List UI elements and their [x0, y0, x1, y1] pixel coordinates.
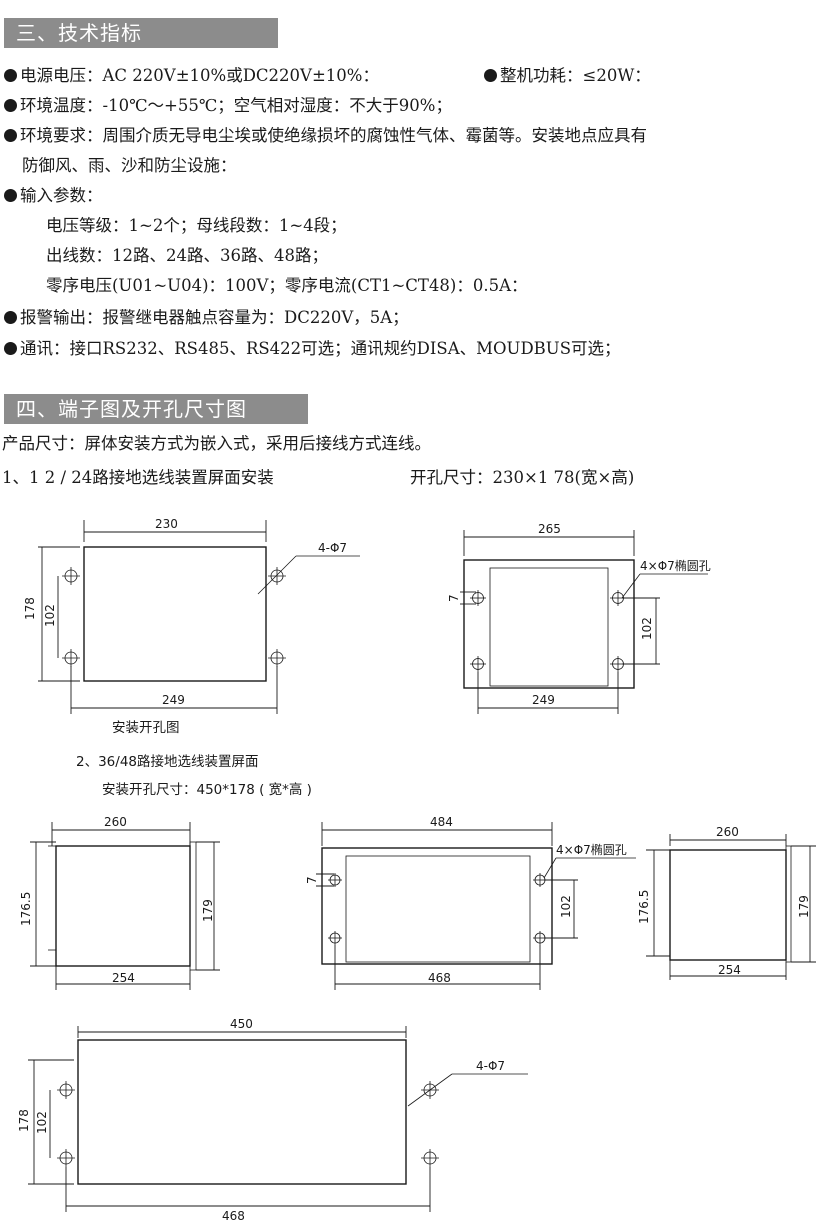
dim-width-265: 265: [538, 522, 561, 536]
dim-height-178b: 178: [17, 1109, 31, 1132]
spec-alarm: 报警输出：报警继电器触点容量为：DC220V，5A；: [4, 306, 409, 330]
section-header-specs: 三、技术指标: [4, 18, 278, 48]
spec-env-text: 环境要求：周围介质无导电尘埃或使绝缘损坏的腐蚀性气体、霉菌等。安装地点应具有: [20, 126, 647, 145]
dim-hole-ellipse: 4×Φ7椭圆孔: [640, 558, 711, 573]
drawing-side-260b: 260 176.5 179 254: [637, 825, 816, 980]
dim-inner-102b: 102: [35, 1111, 49, 1134]
dim-bottom-249: 249: [162, 693, 185, 707]
dim-hole-4phi7: 4-Φ7: [318, 541, 347, 555]
spec-outlets: 出线数：12路、24路、36路、48路；: [46, 246, 328, 265]
caption-item2-size: 安装开孔尺寸：450*178 ( 宽*高 ): [102, 782, 312, 798]
spec-power: 电源电压：AC 220V±10%或DC220V±10%：: [4, 64, 379, 88]
drawing-cutout-450: 450 4-Φ7 178 102 468: [17, 1017, 528, 1223]
dim-right-102: 102: [640, 617, 654, 640]
dim-bottom-254b: 254: [718, 963, 741, 977]
dim-inner-102: 102: [43, 604, 57, 627]
bullet-icon: [4, 99, 17, 112]
drawing-panel-265: 265 4×Φ7椭圆孔 7 102 249: [447, 522, 711, 714]
dim-bottom-468: 468: [428, 971, 451, 985]
spec-temp-text: 环境温度：-10℃～+55℃；空气相对湿度：不大于90%；: [20, 96, 452, 115]
bullet-icon: [4, 342, 17, 355]
drawing-cutout-230: 230 4-Φ7 178 102 249: [23, 517, 360, 714]
dim-small-7b: 7: [305, 876, 319, 884]
dim-width-484: 484: [430, 815, 453, 829]
spec-alarm-text: 报警输出：报警继电器触点容量为：DC220V，5A；: [20, 308, 409, 327]
spec-input-text: 输入参数：: [20, 186, 103, 205]
dim-right-102b: 102: [559, 895, 573, 918]
product-size-intro: 产品尺寸：屏体安装方式为嵌入式，采用后接线方式连线。: [2, 434, 431, 453]
spec-power-text: 电源电压：AC 220V±10%或DC220V±10%：: [20, 66, 379, 85]
dim-hole-ellipse-2: 4×Φ7椭圆孔: [556, 842, 627, 857]
bullet-icon: [484, 69, 497, 82]
dim-width-260b: 260: [716, 825, 739, 839]
dim-height-178: 178: [23, 597, 37, 620]
dim-bottom-254: 254: [112, 971, 135, 985]
caption-install-hole: 安装开孔图: [112, 720, 180, 736]
item1-hole-size: 开孔尺寸：230×1 78(宽×高): [410, 468, 635, 487]
spec-input: 输入参数：: [4, 184, 103, 208]
dim-right-179: 179: [201, 899, 215, 922]
spec-environment-req: 环境要求：周围介质无导电尘埃或使绝缘损坏的腐蚀性气体、霉菌等。安装地点应具有: [4, 124, 647, 148]
dim-right-179b: 179: [797, 895, 811, 918]
dim-width-450: 450: [230, 1017, 253, 1031]
dim-left-176-5b: 176.5: [637, 890, 651, 924]
spec-consumption: 整机功耗：≤20W：: [484, 64, 651, 88]
spec-consumption-text: 整机功耗：≤20W：: [500, 66, 651, 85]
dim-width-260: 260: [104, 815, 127, 829]
section-header-terminal: 四、端子图及开孔尺寸图: [4, 394, 308, 424]
spec-environment-temp: 环境温度：-10℃～+55℃；空气相对湿度：不大于90%；: [4, 94, 452, 118]
dim-bottom-249b: 249: [532, 693, 555, 707]
drawing-side-260: 260 176.5 179 254: [19, 815, 220, 990]
spec-environment-req-cont: 防御风、雨、沙和防尘设施：: [22, 156, 237, 175]
drawing-panel-484: 484 4×Φ7椭圆孔 7 102 468: [305, 815, 636, 990]
item1-title: 1、1 2 / 24路接地选线装置屏面安装: [2, 468, 274, 487]
spec-comm: 通讯：接口RS232、RS485、RS422可选；通讯规约DISA、MOUDBU…: [4, 337, 621, 361]
spec-zero-seq: 零序电压(U01~U04)：100V；零序电流(CT1~CT48)：0.5A：: [46, 276, 528, 295]
spec-voltage-level: 电压等级：1~2个；母线段数：1~4段；: [46, 216, 347, 235]
bullet-icon: [4, 189, 17, 202]
dim-left-176-5: 176.5: [19, 892, 33, 926]
dim-bottom-468b: 468: [222, 1209, 245, 1223]
bullet-icon: [4, 69, 17, 82]
caption-item2-title: 2、36/48路接地选线装置屏面: [76, 754, 259, 770]
dim-small-7: 7: [447, 594, 461, 602]
dim-width-230: 230: [155, 517, 178, 531]
bullet-icon: [4, 129, 17, 142]
bullet-icon: [4, 311, 17, 324]
spec-comm-text: 通讯：接口RS232、RS485、RS422可选；通讯规约DISA、MOUDBU…: [20, 339, 621, 358]
dim-hole-4phi7b: 4-Φ7: [476, 1059, 505, 1073]
